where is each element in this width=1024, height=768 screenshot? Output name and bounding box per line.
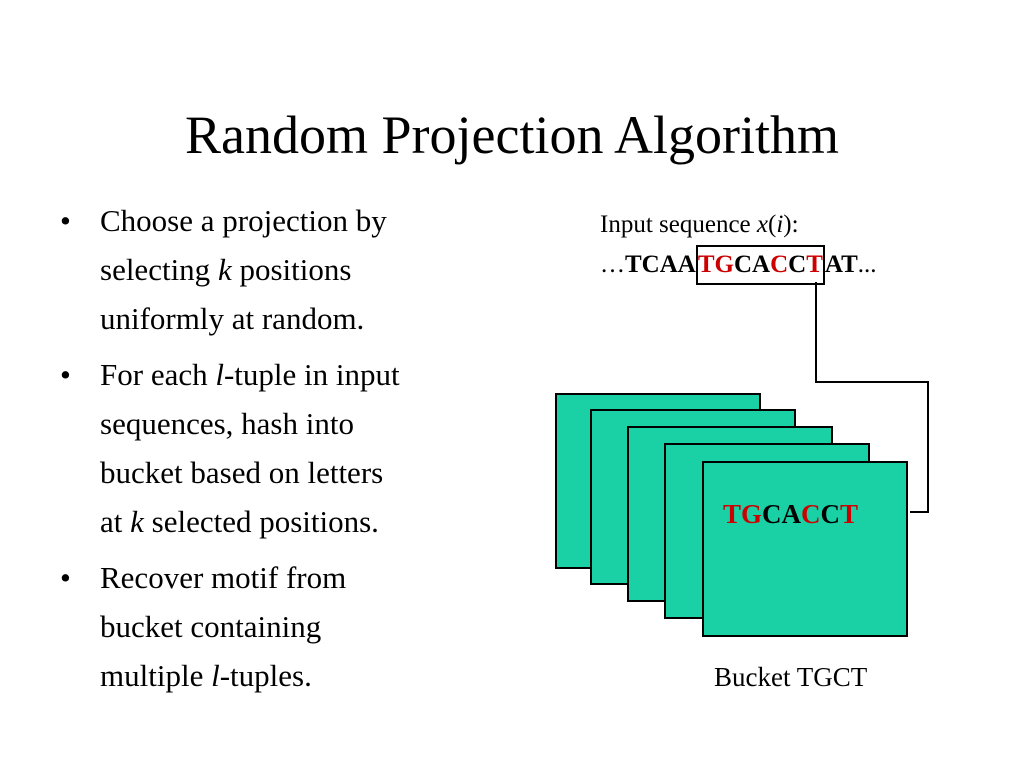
- bullet-variable: l: [215, 357, 224, 392]
- bullet-text: Choose a projection by: [100, 203, 387, 238]
- label-text: ):: [783, 211, 799, 238]
- label-text: (: [768, 211, 777, 238]
- bullet-text: bucket based on letters: [100, 455, 384, 490]
- bullet-text: -tuple in input: [223, 357, 400, 392]
- selected-letter: C: [770, 251, 789, 278]
- bullet-text: Recover motif from: [100, 560, 347, 595]
- sequence-prefix: …: [600, 251, 625, 278]
- slide-title: Random Projection Algorithm: [185, 105, 839, 165]
- bullet-variable: l: [211, 658, 220, 693]
- bucket-selected-letter: C: [801, 499, 821, 529]
- bucket-letter: CA: [762, 499, 802, 529]
- bullet-line: bucket containing: [100, 602, 508, 651]
- bucket-caption: Bucket TGCT: [714, 662, 868, 692]
- bullet-text: selecting: [100, 252, 218, 287]
- selected-letter: T: [806, 251, 823, 278]
- bullet-item: • Choose a projection by selecting k posit…: [58, 196, 508, 343]
- bullet-line: sequences, hash into: [100, 399, 508, 448]
- sequence-before: TCAA: [625, 251, 696, 278]
- sequence-suffix: ...: [857, 251, 877, 278]
- bullet-line: For each l-tuple in input: [100, 350, 508, 399]
- bullet-line: multiple l-tuples.: [100, 651, 508, 700]
- bullet-line: uniformly at random.: [100, 294, 508, 343]
- bullet-text: multiple: [100, 658, 212, 693]
- bullet-variable: k: [217, 252, 232, 287]
- window-letter: CA: [733, 251, 771, 278]
- bullet-text: at: [100, 504, 131, 539]
- bullet-text: bucket containing: [100, 609, 322, 644]
- connector-path: [815, 282, 929, 513]
- sequence-after: AT: [824, 251, 858, 278]
- bucket-selected-letter: TG: [723, 499, 763, 529]
- bullet-list: • Choose a projection by selecting k posit…: [58, 196, 508, 707]
- bullet-text: For each: [100, 357, 216, 392]
- bullet-text: selected positions.: [143, 504, 379, 539]
- bucket-selected-letter: T: [840, 499, 859, 529]
- bullet-item: • Recover motif from bucket containing mult…: [58, 553, 508, 700]
- label-text: Input sequence: [600, 211, 757, 238]
- bullet-item: • For each l-tuple in input sequences, has…: [58, 350, 508, 546]
- input-sequence: …TCAATGCACCTAT...: [600, 245, 877, 285]
- bucket-sequence: TGCACCT: [723, 496, 858, 532]
- bullet-dot: •: [60, 357, 71, 392]
- window-letter: C: [788, 251, 807, 278]
- bucket-card-5: [702, 461, 908, 637]
- selected-letter: TG: [697, 251, 734, 278]
- bullet-line: at k selected positions.: [100, 497, 508, 546]
- input-sequence-label: Input sequence x(i):: [600, 210, 799, 240]
- label-variable: i: [776, 211, 784, 238]
- bucket-letter: C: [820, 499, 841, 529]
- bullet-line: bucket based on letters: [100, 448, 508, 497]
- bullet-line: selecting k positions: [100, 245, 508, 294]
- bullet-text: positions: [231, 252, 352, 287]
- bullet-text: sequences, hash into: [100, 406, 354, 441]
- bullet-line: Recover motif from: [100, 553, 508, 602]
- bullet-line: Choose a projection by: [100, 196, 508, 245]
- selected-window-box: TGCACCT: [695, 245, 825, 285]
- bullet-dot: •: [60, 560, 71, 595]
- bullet-text: uniformly at random.: [100, 301, 365, 336]
- label-variable: x: [756, 211, 768, 238]
- bullet-dot: •: [60, 203, 71, 238]
- bullet-variable: k: [130, 504, 144, 539]
- bullet-text: -tuples.: [219, 658, 312, 693]
